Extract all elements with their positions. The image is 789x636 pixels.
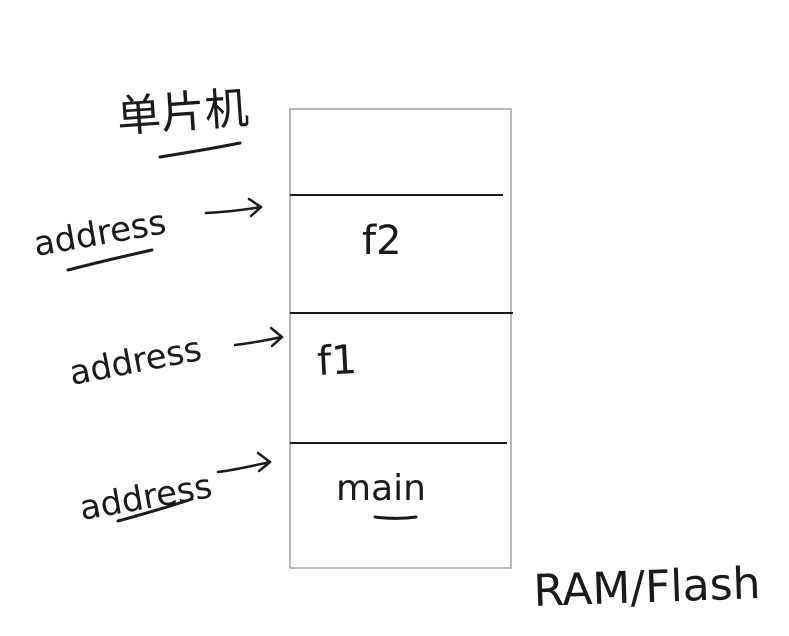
memory-block: [289, 108, 512, 569]
arrow-1: [204, 197, 263, 218]
memory-label: RAM/Flash: [533, 558, 762, 617]
arrow-2-shaft: [233, 335, 284, 347]
arrow-1-head: [247, 197, 263, 218]
address-label-2: address: [66, 329, 205, 394]
arrow-3-head: [256, 451, 272, 473]
arrow-3: [216, 451, 272, 474]
arrow-2: [233, 326, 284, 348]
region-label-f2: f2: [362, 218, 402, 264]
title-underline: [158, 141, 242, 159]
diagram-title: 单片机: [115, 83, 250, 143]
address-label-1: address: [31, 202, 169, 265]
address-label-3: address: [77, 466, 215, 529]
address-underline-3: [116, 497, 194, 523]
main-underline: [373, 515, 418, 520]
address-underline-1: [66, 248, 154, 272]
region-label-main: main: [336, 468, 426, 509]
arrow-3-shaft: [216, 460, 272, 474]
arrow-2-head: [269, 326, 284, 348]
arrow-1-shaft: [204, 205, 263, 215]
region-label-f1: f1: [316, 337, 358, 385]
